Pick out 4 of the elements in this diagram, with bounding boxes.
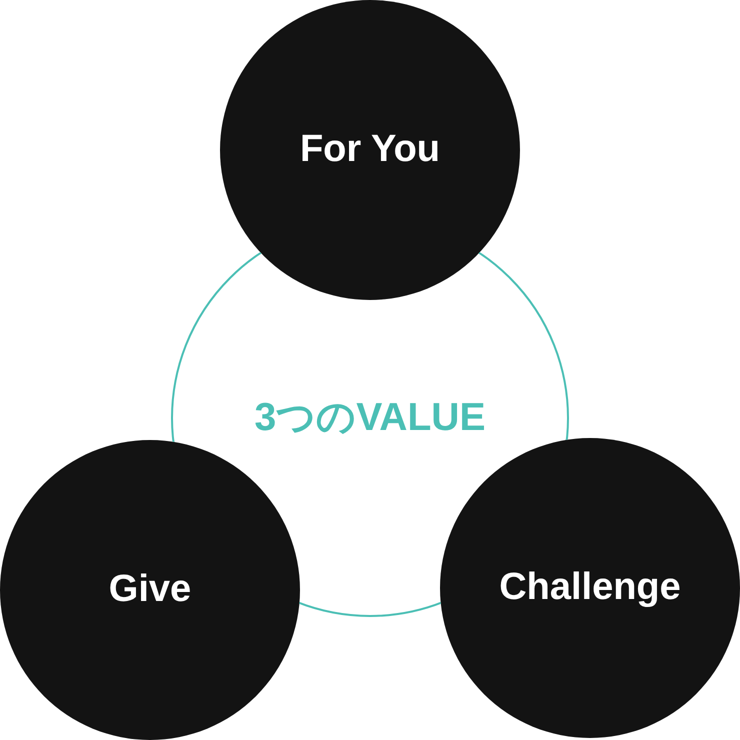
value-label: For You xyxy=(300,129,440,171)
center-heading: 3つのVALUE xyxy=(254,396,486,440)
value-label: Challenge xyxy=(499,567,681,609)
value-label: Give xyxy=(108,569,192,611)
